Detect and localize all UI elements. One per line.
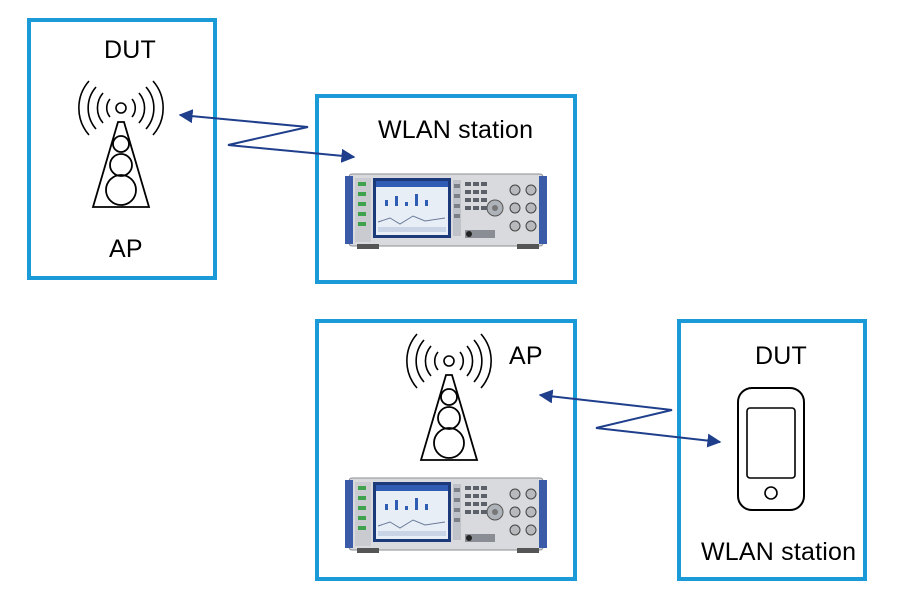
bidirectional-wireless-link-icon bbox=[538, 389, 722, 448]
dut-label-top: DUT bbox=[104, 36, 156, 64]
antenna-tower-icon bbox=[77, 80, 165, 208]
dut-station-box bbox=[677, 319, 867, 581]
wlan-tester-instrument-icon bbox=[344, 477, 548, 554]
wlan-station-label-top: WLAN station bbox=[378, 116, 534, 144]
wlan-tester-instrument-icon bbox=[344, 173, 548, 250]
dut-label-bottom: DUT bbox=[755, 342, 807, 370]
antenna-tower-icon bbox=[405, 333, 493, 461]
ap-role-label-top: AP bbox=[109, 235, 143, 263]
smartphone-icon bbox=[737, 387, 805, 511]
ap-label-bottom: AP bbox=[509, 342, 543, 370]
wlan-station-role-label-bottom: WLAN station bbox=[701, 538, 857, 566]
bidirectional-wireless-link-icon bbox=[178, 109, 356, 163]
